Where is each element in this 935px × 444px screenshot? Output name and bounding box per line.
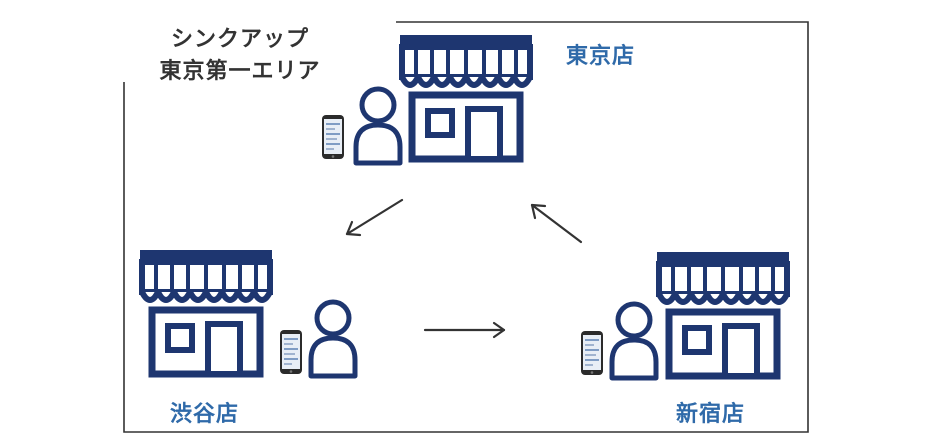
arrow-shinjuku-to-tokyo: [530, 203, 583, 244]
area-title-line2: 東京第一エリア: [159, 59, 321, 84]
arrow-shibuya-to-shinjuku: [423, 321, 506, 339]
area-frame: [123, 21, 809, 433]
person-icon: [612, 304, 656, 378]
store-group-shinjuku: [581, 252, 789, 378]
store-group-tokyo: [322, 35, 532, 163]
area-title-line1: シンクアップ: [170, 27, 309, 52]
store-icon: [400, 35, 532, 159]
store-label-shibuya: 渋谷店: [170, 402, 240, 427]
store-group-shibuya: [140, 250, 355, 376]
arrow-tokyo-to-shibuya: [345, 198, 404, 237]
area-title: シンクアップ 東京第一エリア: [140, 24, 340, 88]
store-icon: [657, 252, 789, 376]
smartphone-icon: [581, 331, 603, 375]
person-icon: [356, 89, 400, 163]
person-icon: [311, 302, 355, 376]
store-label-tokyo: 東京店: [566, 44, 636, 69]
store-label-shinjuku: 新宿店: [676, 402, 746, 427]
smartphone-icon: [280, 330, 302, 374]
smartphone-icon: [322, 115, 344, 159]
store-icon: [140, 250, 272, 374]
